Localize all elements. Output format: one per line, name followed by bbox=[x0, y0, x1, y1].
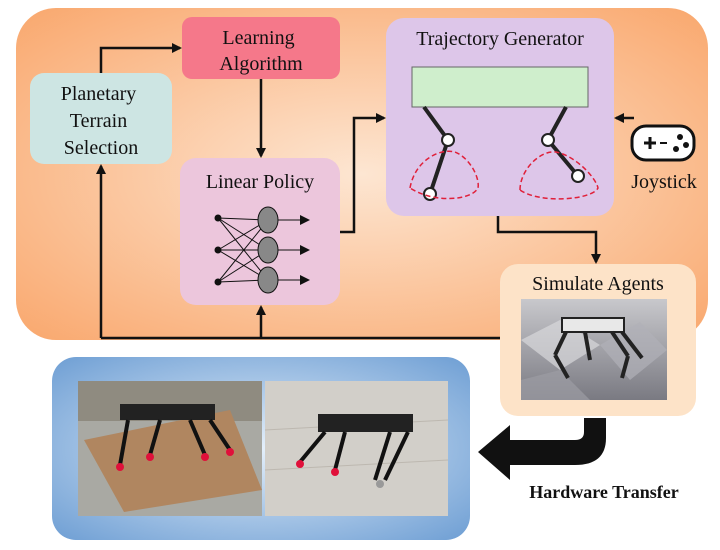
learning-line2: Algorithm bbox=[219, 53, 303, 75]
connectors bbox=[96, 43, 634, 340]
svg-text:Planetary Terrain Sele: Planetary Terrain Selection bbox=[61, 83, 142, 159]
hardware-photo-2 bbox=[264, 381, 449, 516]
planetary-terrain-node bbox=[30, 73, 172, 164]
arrow-policy-to-trajectory bbox=[340, 113, 386, 234]
learning-line1: Learning bbox=[222, 27, 294, 49]
joystick-label: Joystick bbox=[631, 171, 697, 193]
hardware-transfer-label: Hardware Transfer bbox=[529, 482, 678, 502]
joystick-icon bbox=[630, 124, 696, 162]
terrain-line2: Terrain bbox=[70, 110, 127, 132]
hardware-photo-1 bbox=[78, 381, 262, 516]
simulate-agents-label: Simulate Agents bbox=[532, 273, 664, 295]
trajectory-generator-label: Trajectory Generator bbox=[416, 28, 584, 50]
arrow-terrain-to-learning bbox=[99, 43, 182, 73]
hardware-transfer-arrow bbox=[478, 418, 606, 480]
terrain-line3: Selection bbox=[64, 137, 138, 159]
trajectory-bar bbox=[411, 66, 589, 108]
leg-trajectory-icon bbox=[409, 105, 599, 201]
svg-text:Learning Algorithm: Learning Algorithm bbox=[219, 27, 303, 75]
arrow-trajectory-to-simulate bbox=[496, 216, 601, 264]
simulation-render bbox=[521, 299, 667, 400]
learning-algorithm-node bbox=[182, 17, 340, 79]
linear-policy-node bbox=[180, 158, 340, 305]
linear-policy-label: Linear Policy bbox=[206, 171, 314, 193]
terrain-line1: Planetary bbox=[61, 83, 137, 105]
neural-network-icon bbox=[214, 206, 310, 294]
